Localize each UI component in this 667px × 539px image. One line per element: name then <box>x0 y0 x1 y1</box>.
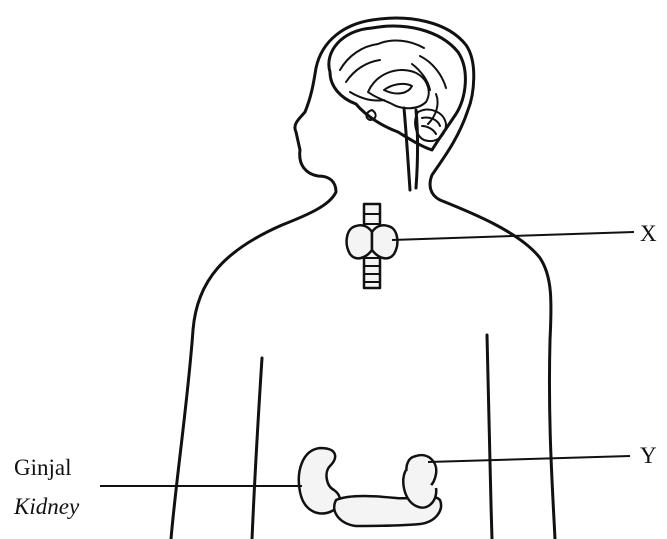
adrenal-gland-y <box>403 455 436 507</box>
cerebellum <box>415 110 446 141</box>
label-kidney-malay: Ginjal <box>14 456 72 479</box>
label-x: X <box>640 222 657 245</box>
thyroid-left-lobe <box>347 225 372 258</box>
brainstem-2 <box>416 110 418 188</box>
left-arm-line <box>252 358 262 539</box>
brain-ventricle <box>384 84 412 94</box>
brain-inner-structure <box>368 70 429 108</box>
brainstem <box>404 108 410 190</box>
thyroid-right-lobe <box>372 225 397 258</box>
label-y: Y <box>640 444 657 467</box>
right-arm-line <box>487 335 492 539</box>
label-kidney-english: Kidney <box>14 495 79 518</box>
pointer-line-y <box>428 456 630 462</box>
thyroid-gland <box>347 204 398 288</box>
brain-folds <box>340 41 446 124</box>
